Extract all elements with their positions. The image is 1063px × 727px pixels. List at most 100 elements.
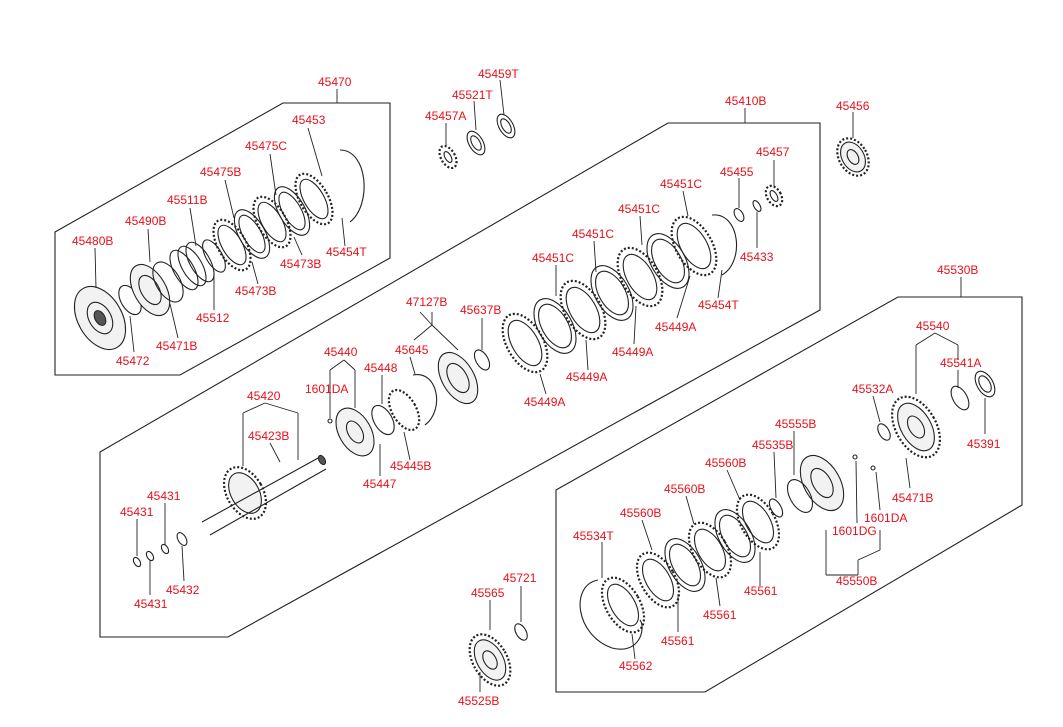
part-45473B-disc-b — [273, 186, 311, 236]
group-frame-45410B — [99, 108, 821, 638]
label-45445B: 45445B — [390, 459, 431, 473]
part-45457A-bearing — [438, 144, 458, 170]
group-frame-45530B — [555, 277, 1023, 693]
label-45475C: 45475C — [245, 139, 287, 153]
label-45410B: 45410B — [725, 94, 766, 108]
part-45534T-snapring — [579, 579, 643, 650]
part-45532A-ring — [877, 423, 891, 441]
label-1601DG: 1601DG — [832, 524, 877, 538]
part-45420-shaft-assembly — [201, 454, 327, 536]
label-45560B-c: 45560B — [620, 506, 661, 520]
part-45561-plate-a — [664, 538, 706, 592]
label-45511B: 45511B — [167, 193, 207, 207]
part-45535B-ring — [768, 498, 784, 518]
label-45560B-b: 45560B — [664, 482, 705, 496]
part-45473B-disc-a — [233, 209, 271, 259]
part-45433-washer — [752, 200, 762, 212]
part-45475B-plate — [212, 218, 252, 272]
label-45561-a: 45561 — [744, 584, 778, 598]
label-45471B-a: 45471B — [156, 339, 197, 353]
part-45565-gear — [468, 633, 512, 687]
label-45525B: 45525B — [458, 694, 499, 708]
label-45721: 45721 — [503, 571, 537, 585]
label-45457: 45457 — [756, 145, 790, 159]
part-45449A-disc-c — [616, 246, 664, 308]
part-1601DA-ball-a — [327, 418, 333, 424]
part-45451C-plate-a — [533, 298, 577, 354]
label-45431-b: 45431 — [120, 505, 154, 519]
leader-lines — [94, 79, 986, 692]
label-45637B: 45637B — [460, 303, 501, 317]
part-45445B-spring — [387, 388, 421, 432]
part-45455-washer — [733, 208, 745, 222]
label-45470: 45470 — [318, 75, 352, 89]
label-1601DA-b: 1601DA — [864, 511, 907, 525]
label-45562: 45562 — [619, 659, 653, 673]
part-45431-washer-b — [145, 550, 155, 562]
part-45449A-disc-d — [670, 215, 718, 277]
part-45448-ring — [371, 404, 395, 436]
label-45530B: 45530B — [937, 263, 978, 277]
label-45565: 45565 — [471, 586, 505, 600]
part-47127B-plate — [437, 351, 479, 405]
label-45431-c: 45431 — [134, 597, 168, 611]
part-45555B-piston — [786, 454, 845, 513]
label-45475B: 45475B — [200, 165, 241, 179]
label-45560B-a: 45560B — [705, 456, 746, 470]
part-45480B-drum — [73, 286, 127, 350]
label-45473B-a: 45473B — [280, 257, 321, 271]
part-45560B-disc-c — [735, 493, 781, 551]
part-45431-washer-c — [160, 543, 170, 555]
part-45453-plate — [294, 172, 334, 226]
part-45431-washer-a — [132, 556, 142, 568]
part-45637B-washer — [473, 349, 491, 371]
label-45541A: 45541A — [940, 356, 981, 370]
label-45449A-c: 45449A — [566, 370, 607, 384]
label-45431-a: 45431 — [147, 489, 181, 503]
part-45540-drum — [890, 395, 942, 459]
label-45561-c: 45561 — [661, 634, 695, 648]
label-45555B: 45555B — [775, 417, 816, 431]
part-1601DA-ball-b — [870, 465, 876, 471]
part-45449A-disc-b — [559, 279, 607, 341]
label-45451C-b: 45451C — [618, 202, 660, 216]
label-45534T: 45534T — [573, 529, 614, 543]
label-45454T-b: 45454T — [698, 298, 739, 312]
label-45471B-b: 45471B — [892, 491, 933, 505]
label-45532A: 45532A — [852, 382, 893, 396]
label-45645: 45645 — [395, 343, 429, 357]
part-45454T-snapring-b — [711, 214, 738, 276]
label-45521T: 45521T — [452, 88, 493, 102]
label-45457A: 45457A — [425, 109, 466, 123]
label-45448: 45448 — [364, 361, 398, 375]
part-45511B-spring — [169, 241, 215, 291]
label-45455: 45455 — [720, 165, 754, 179]
part-45456-gear — [836, 137, 870, 177]
part-45721-washer — [514, 623, 528, 641]
part-45432-washer — [176, 532, 188, 546]
label-45512: 45512 — [196, 311, 230, 325]
label-45472: 45472 — [116, 354, 150, 368]
part-45447-piston — [335, 407, 375, 457]
label-45451C-d: 45451C — [532, 251, 574, 265]
label-45447: 45447 — [363, 477, 397, 491]
label-45391: 45391 — [967, 437, 1001, 451]
part-45490B-piston — [129, 263, 171, 317]
label-45449A-b: 45449A — [612, 345, 653, 359]
part-45457-bearing — [764, 184, 784, 208]
part-45454T-snapring-a — [339, 149, 365, 223]
part-45449A-disc-a — [501, 312, 549, 374]
label-45473B-b: 45473B — [235, 284, 276, 298]
label-45480B: 45480B — [72, 234, 113, 248]
label-45433: 45433 — [740, 250, 774, 264]
part-45521T-washer — [466, 130, 486, 156]
label-45449A-d: 45449A — [524, 395, 565, 409]
part-45471B-seal — [152, 261, 184, 303]
label-45561-b: 45561 — [703, 608, 737, 622]
part-1601DG-ball — [852, 454, 858, 460]
label-45440: 45440 — [324, 345, 358, 359]
part-45475C-plate — [252, 195, 292, 249]
part-45562-plate — [600, 576, 646, 634]
label-45550B: 45550B — [836, 574, 877, 588]
